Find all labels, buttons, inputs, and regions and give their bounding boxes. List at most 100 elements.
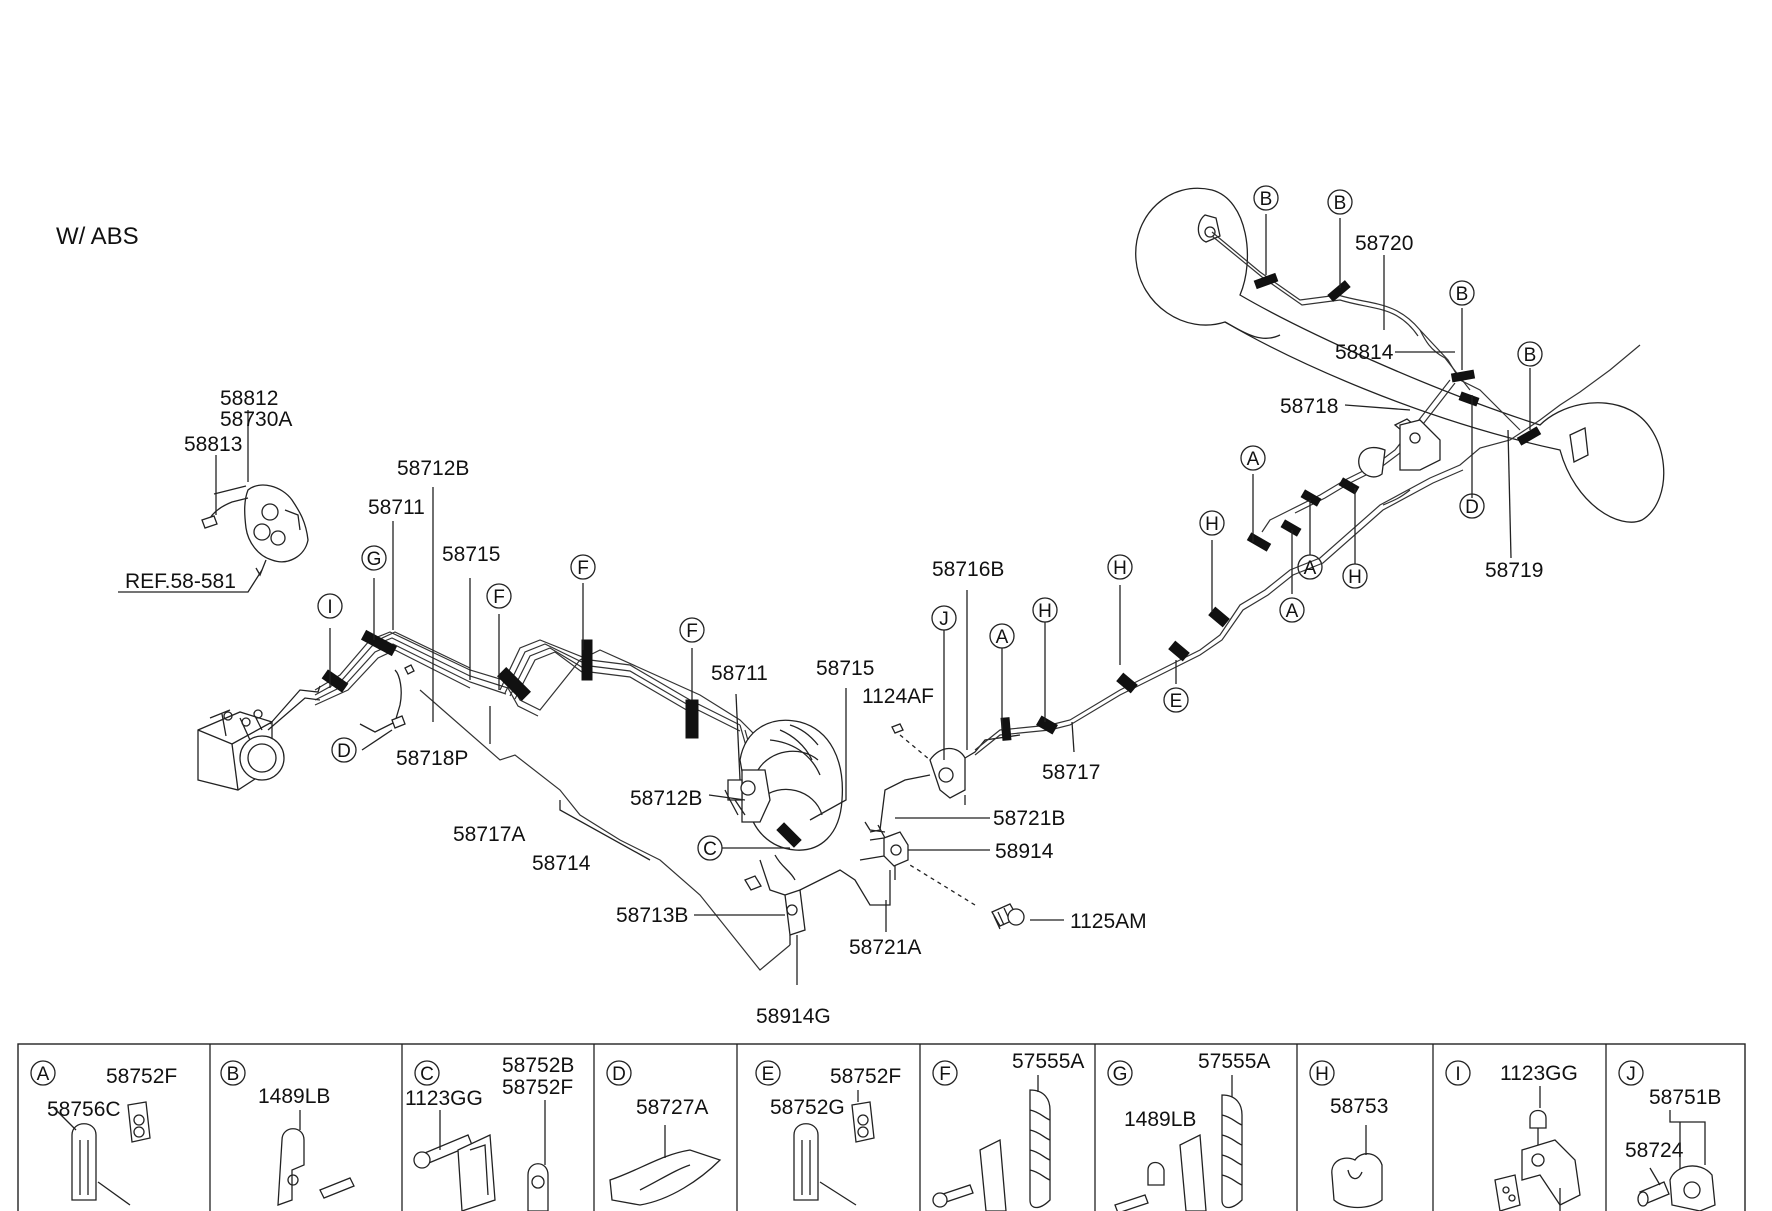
- marker-a: A: [1297, 554, 1323, 580]
- svg-text:G: G: [1113, 1064, 1128, 1085]
- svg-text:58727A: 58727A: [636, 1096, 708, 1119]
- label-58721b: 58721B: [993, 807, 1065, 830]
- marker-h: H: [1342, 563, 1368, 589]
- proportioning-valve: [744, 854, 891, 945]
- svg-text:H: H: [1205, 514, 1219, 535]
- legend-cell-a: A 58752F 58756C: [30, 1060, 177, 1206]
- svg-text:A: A: [996, 627, 1009, 648]
- legend-cell-b: B 1489LB: [220, 1060, 355, 1206]
- label-58712b-top: 58712B: [397, 457, 469, 480]
- svg-text:58752B: 58752B: [502, 1054, 574, 1077]
- legend-cell-i: I 1123GG: [1445, 1060, 1581, 1211]
- marker-e: E: [1163, 687, 1189, 713]
- marker-j: J: [931, 605, 957, 631]
- svg-text:1489LB: 1489LB: [258, 1085, 330, 1108]
- svg-text:58752G: 58752G: [770, 1096, 845, 1119]
- svg-text:C: C: [703, 839, 717, 860]
- svg-text:F: F: [939, 1064, 951, 1085]
- svg-text:58751B: 58751B: [1649, 1086, 1721, 1109]
- svg-text:B: B: [1456, 284, 1469, 305]
- svg-text:H: H: [1315, 1064, 1329, 1085]
- svg-text:A: A: [37, 1064, 50, 1085]
- legend-strip: A 58752F 58756C B 1489LB C 1123GG 587: [17, 1043, 1746, 1211]
- svg-text:B: B: [227, 1064, 240, 1085]
- marker-h: H: [1032, 597, 1058, 623]
- marker-c: C: [697, 835, 723, 861]
- svg-text:58756C: 58756C: [47, 1098, 121, 1121]
- svg-text:F: F: [686, 621, 698, 642]
- diagram-title: W/ ABS: [56, 223, 139, 250]
- brake-booster: [724, 719, 844, 851]
- rear-brake-hose-fitting: [1399, 419, 1441, 471]
- hose-bracket-j: [869, 734, 1021, 833]
- leader-lines: [118, 214, 1531, 985]
- label-58711-top: 58711: [368, 496, 425, 519]
- label-58717: 58717: [1042, 761, 1100, 784]
- svg-text:57555A: 57555A: [1198, 1050, 1270, 1073]
- marker-d: D: [331, 737, 357, 763]
- svg-text:58752F: 58752F: [106, 1065, 177, 1088]
- svg-text:H: H: [1038, 601, 1052, 622]
- svg-text:57555A: 57555A: [1012, 1050, 1084, 1073]
- label-58711-mid: 58711: [711, 662, 768, 685]
- svg-text:H: H: [1348, 567, 1362, 588]
- svg-text:E: E: [762, 1064, 775, 1085]
- svg-text:58752F: 58752F: [502, 1076, 573, 1099]
- svg-text:D: D: [612, 1064, 626, 1085]
- svg-text:G: G: [367, 549, 382, 570]
- part-labels: 58812 58730A 58813 REF.58-581 58712B 587…: [125, 232, 1543, 1028]
- marker-d: D: [1459, 493, 1485, 519]
- location-markers: B B B B D A A A H H H H E A J I G F F F …: [317, 185, 1543, 861]
- marker-b: B: [1253, 185, 1279, 211]
- center-to-rear-line: [974, 344, 1641, 756]
- legend-cell-c: C 1123GG 58752B 58752F: [405, 1054, 574, 1211]
- label-ref-58-581: REF.58-581: [125, 570, 236, 593]
- marker-a: A: [989, 623, 1015, 649]
- label-58713b: 58713B: [616, 904, 688, 927]
- marker-b: B: [1449, 280, 1475, 306]
- label-58716b: 58716B: [932, 558, 1004, 581]
- svg-text:1489LB: 1489LB: [1124, 1108, 1196, 1131]
- svg-text:1123GG: 1123GG: [405, 1087, 483, 1110]
- marker-f: F: [486, 583, 512, 609]
- label-58814: 58814: [1335, 341, 1394, 364]
- svg-text:I: I: [327, 597, 332, 618]
- legend-cell-g: G 57555A 1489LB: [1107, 1050, 1270, 1211]
- front-hose-bracket: [359, 664, 415, 733]
- marker-a: A: [1279, 597, 1305, 623]
- svg-text:E: E: [1170, 691, 1183, 712]
- label-58813: 58813: [184, 433, 242, 456]
- svg-text:1123GG: 1123GG: [1500, 1062, 1578, 1085]
- svg-text:58724: 58724: [1625, 1139, 1684, 1162]
- label-58812: 58812: [220, 387, 278, 410]
- marker-f: F: [570, 554, 596, 580]
- legend-cell-d: D 58727A: [606, 1060, 722, 1206]
- label-58712b-mid: 58712B: [630, 787, 702, 810]
- marker-f: F: [679, 617, 705, 643]
- svg-text:C: C: [420, 1064, 434, 1085]
- svg-text:A: A: [1286, 601, 1299, 622]
- svg-text:58753: 58753: [1330, 1095, 1388, 1118]
- label-58717a: 58717A: [453, 823, 525, 846]
- marker-b: B: [1517, 341, 1543, 367]
- svg-text:I: I: [1455, 1064, 1460, 1085]
- rear-axle-brake-lines: [1211, 231, 1521, 533]
- svg-text:D: D: [1465, 497, 1479, 518]
- svg-text:J: J: [939, 609, 949, 630]
- marker-h: H: [1107, 554, 1133, 580]
- marker-g: G: [361, 545, 387, 571]
- junction-block: [859, 821, 909, 880]
- label-58720: 58720: [1355, 232, 1413, 255]
- label-58730a: 58730A: [220, 408, 292, 431]
- legend-cell-f: F 57555A: [932, 1050, 1084, 1211]
- label-58719: 58719: [1485, 559, 1543, 582]
- rear-axle-housing: [1135, 187, 1665, 523]
- legend-cell-h: H 58753: [1309, 1060, 1388, 1209]
- legend-cell-e: E 58752F 58752G: [755, 1060, 901, 1206]
- bolt-1124af: [891, 723, 931, 761]
- svg-text:H: H: [1113, 558, 1127, 579]
- label-58721a: 58721A: [849, 936, 921, 959]
- marker-h: H: [1199, 510, 1225, 536]
- legend-cell-j: J 58751B 58724: [1618, 1060, 1721, 1211]
